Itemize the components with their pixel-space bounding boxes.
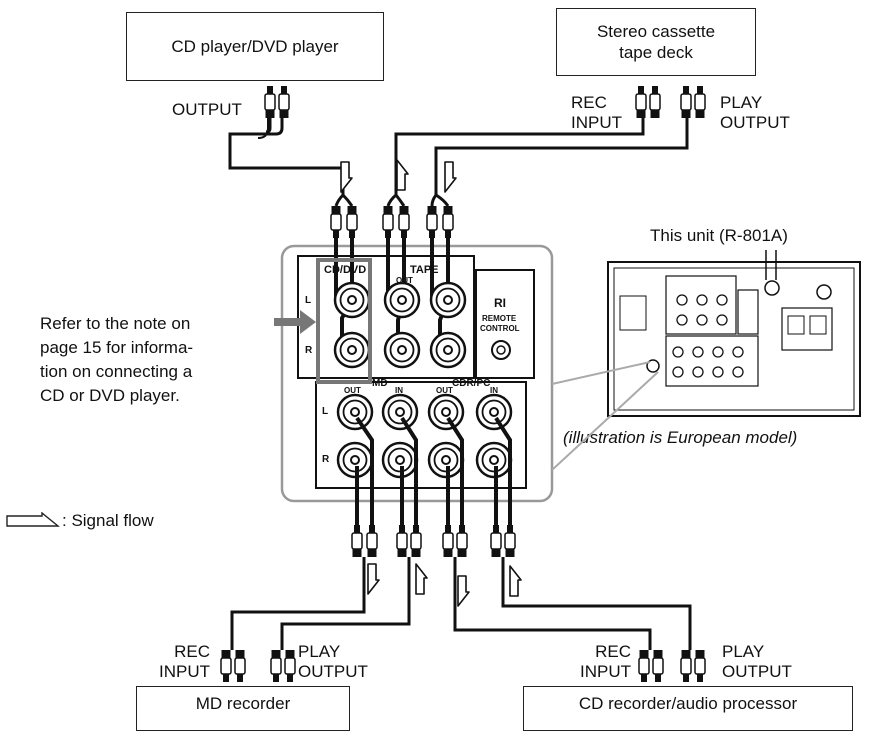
cassette-deck-label-line1: Stereo cassette — [596, 22, 716, 41]
panel-md-out-label: OUT — [344, 386, 361, 395]
cdr-play-text: PLAY — [722, 642, 765, 661]
this-unit-label: This unit (R-801A) — [650, 226, 788, 245]
tape-play-plug-l — [680, 85, 692, 119]
tape-play-plug-r — [694, 85, 706, 119]
cdr-play-output-label: PLAY OUTPUT — [722, 642, 792, 682]
cd-recorder-label: CD recorder/audio processor — [578, 694, 798, 713]
cassette-play-text: PLAY — [720, 93, 763, 112]
tape-rec-plug-r — [649, 85, 661, 119]
panel-row-r-upper: R — [305, 345, 313, 356]
panel-md-label: MD — [372, 378, 388, 389]
tape-rec-plug-l — [635, 85, 647, 119]
panel-row-l-lower: L — [322, 406, 329, 417]
signal-flow-legend-label: : Signal flow — [62, 511, 154, 530]
cassette-input-text: INPUT — [571, 113, 622, 132]
panel-cdr-out-label: OUT — [436, 386, 453, 395]
remote-label-2: CONTROL — [480, 324, 520, 333]
remote-label-1: REMOTE — [482, 314, 517, 323]
cd-dvd-player-label: CD player/DVD player — [171, 37, 339, 56]
top-cables — [228, 118, 689, 195]
cd-output-plug-l — [264, 85, 276, 119]
panel-row-l-upper: L — [305, 295, 312, 306]
panel-row-r-lower: R — [322, 454, 330, 465]
cd-recorder-box: CD recorder/audio processor — [523, 686, 853, 731]
cdr-rec-text: REC — [595, 642, 631, 661]
signal-flow-legend-icon — [6, 512, 60, 527]
cd-output-label: OUTPUT — [172, 100, 242, 119]
md-rec-input-label: REC INPUT — [150, 642, 210, 682]
cd-output-plug-r — [278, 85, 290, 119]
panel-cdr-pc-label: CDR/PC — [452, 378, 491, 389]
cassette-deck-label-line2: tape deck — [619, 43, 693, 62]
panel-md-in-label: IN — [395, 386, 403, 395]
cd-dvd-player-box: CD player/DVD player — [126, 12, 384, 81]
cassette-output-text: OUTPUT — [720, 113, 790, 132]
panel-cdr-in-label: IN — [490, 386, 498, 395]
remote-logo: RI — [494, 296, 506, 310]
note-line-4: CD or DVD player. — [40, 386, 180, 405]
panel-tape-out-label: OUT — [396, 276, 413, 285]
cdr-output-text: OUTPUT — [722, 662, 792, 681]
connection-note: Refer to the note on page 15 for informa… — [40, 312, 260, 408]
md-rec-text: REC — [174, 642, 210, 661]
cassette-deck-box: Stereo cassette tape deck — [556, 8, 756, 76]
md-input-text: INPUT — [159, 662, 210, 681]
cassette-play-output-label: PLAY OUTPUT — [720, 93, 790, 133]
cdr-input-text: INPUT — [580, 662, 631, 681]
md-recorder-label: MD recorder — [195, 694, 291, 713]
cdr-rec-input-label: REC INPUT — [571, 642, 631, 682]
note-line-2: page 15 for informa- — [40, 338, 194, 357]
panel-tape-label: TAPE — [410, 264, 439, 276]
note-line-3: tion on connecting a — [40, 362, 193, 381]
md-play-text: PLAY — [298, 642, 341, 661]
cassette-rec-input-label: REC INPUT — [571, 93, 622, 133]
note-line-1: Refer to the note on — [40, 314, 191, 333]
cassette-rec-text: REC — [571, 93, 607, 112]
illustration-caption: (illustration is European model) — [563, 428, 798, 447]
md-output-text: OUTPUT — [298, 662, 368, 681]
panel-cd-dvd-label: CD/DVD — [324, 264, 367, 276]
md-play-output-label: PLAY OUTPUT — [298, 642, 368, 682]
